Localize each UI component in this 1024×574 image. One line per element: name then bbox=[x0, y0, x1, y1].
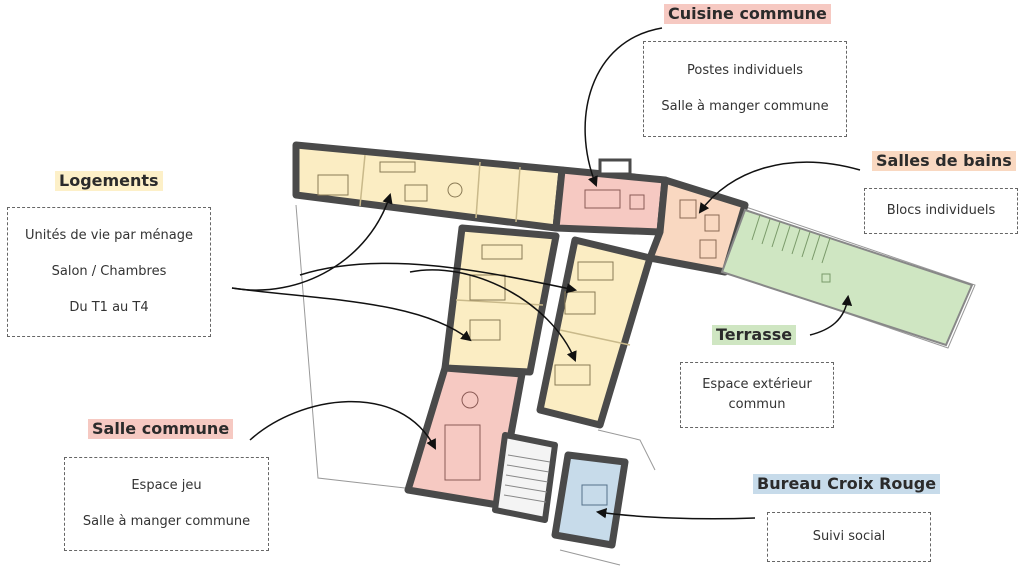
salles-de-bains-heading: Salles de bains bbox=[872, 151, 1016, 171]
salle-commune-heading: Salle commune bbox=[88, 419, 234, 439]
logements-item: Unités de vie par ménage bbox=[25, 228, 193, 243]
terrasse-area bbox=[720, 208, 974, 347]
east-logements-block bbox=[536, 236, 654, 429]
salles-de-bains-arrow bbox=[698, 161, 861, 214]
logements-arrow-3 bbox=[299, 262, 578, 294]
cuisine-area bbox=[552, 158, 669, 236]
terrasse-arrow bbox=[809, 294, 853, 336]
bureau-area bbox=[551, 451, 629, 549]
terrasse-box: Espace extérieur commun bbox=[680, 362, 834, 428]
cuisine-item: Postes individuels bbox=[687, 63, 803, 78]
logements-box: Unités de vie par ménage Salon / Chambre… bbox=[7, 207, 211, 337]
terrasse-item: Espace extérieur commun bbox=[702, 377, 812, 412]
cuisine-box: Postes individuels Salle à manger commun… bbox=[643, 41, 847, 137]
salles-de-bains-area bbox=[646, 176, 749, 276]
bureau-item: Suivi social bbox=[812, 529, 886, 544]
logements-arrow-1 bbox=[231, 192, 393, 291]
salles-de-bains-item: Blocs individuels bbox=[886, 203, 996, 218]
cuisine-item: Salle à manger commune bbox=[661, 99, 829, 114]
salle-commune-arrow bbox=[249, 400, 436, 450]
logements-arrow-2 bbox=[231, 287, 472, 342]
bureau-heading: Bureau Croix Rouge bbox=[753, 474, 941, 494]
terrasse-heading: Terrasse bbox=[712, 325, 797, 345]
logements-item: Salon / Chambres bbox=[51, 264, 167, 279]
bureau-arrow bbox=[595, 507, 756, 520]
central-logements-block bbox=[441, 224, 560, 376]
north-wing bbox=[292, 141, 566, 232]
leader-arrows bbox=[231, 27, 861, 520]
salle-commune-box: Espace jeu Salle à manger commune bbox=[64, 457, 269, 551]
bureau-box: Suivi social bbox=[767, 512, 931, 562]
logements-heading: Logements bbox=[55, 171, 163, 191]
logements-item: Du T1 au T4 bbox=[69, 300, 149, 315]
cuisine-arrow bbox=[584, 27, 663, 187]
salle-commune-item: Salle à manger commune bbox=[82, 514, 251, 529]
salle-commune-item: Espace jeu bbox=[131, 478, 202, 493]
salles-de-bains-box: Blocs individuels bbox=[864, 188, 1018, 234]
logements-arrow-4 bbox=[409, 269, 577, 362]
cuisine-heading: Cuisine commune bbox=[664, 4, 831, 24]
stair-core bbox=[492, 432, 558, 523]
